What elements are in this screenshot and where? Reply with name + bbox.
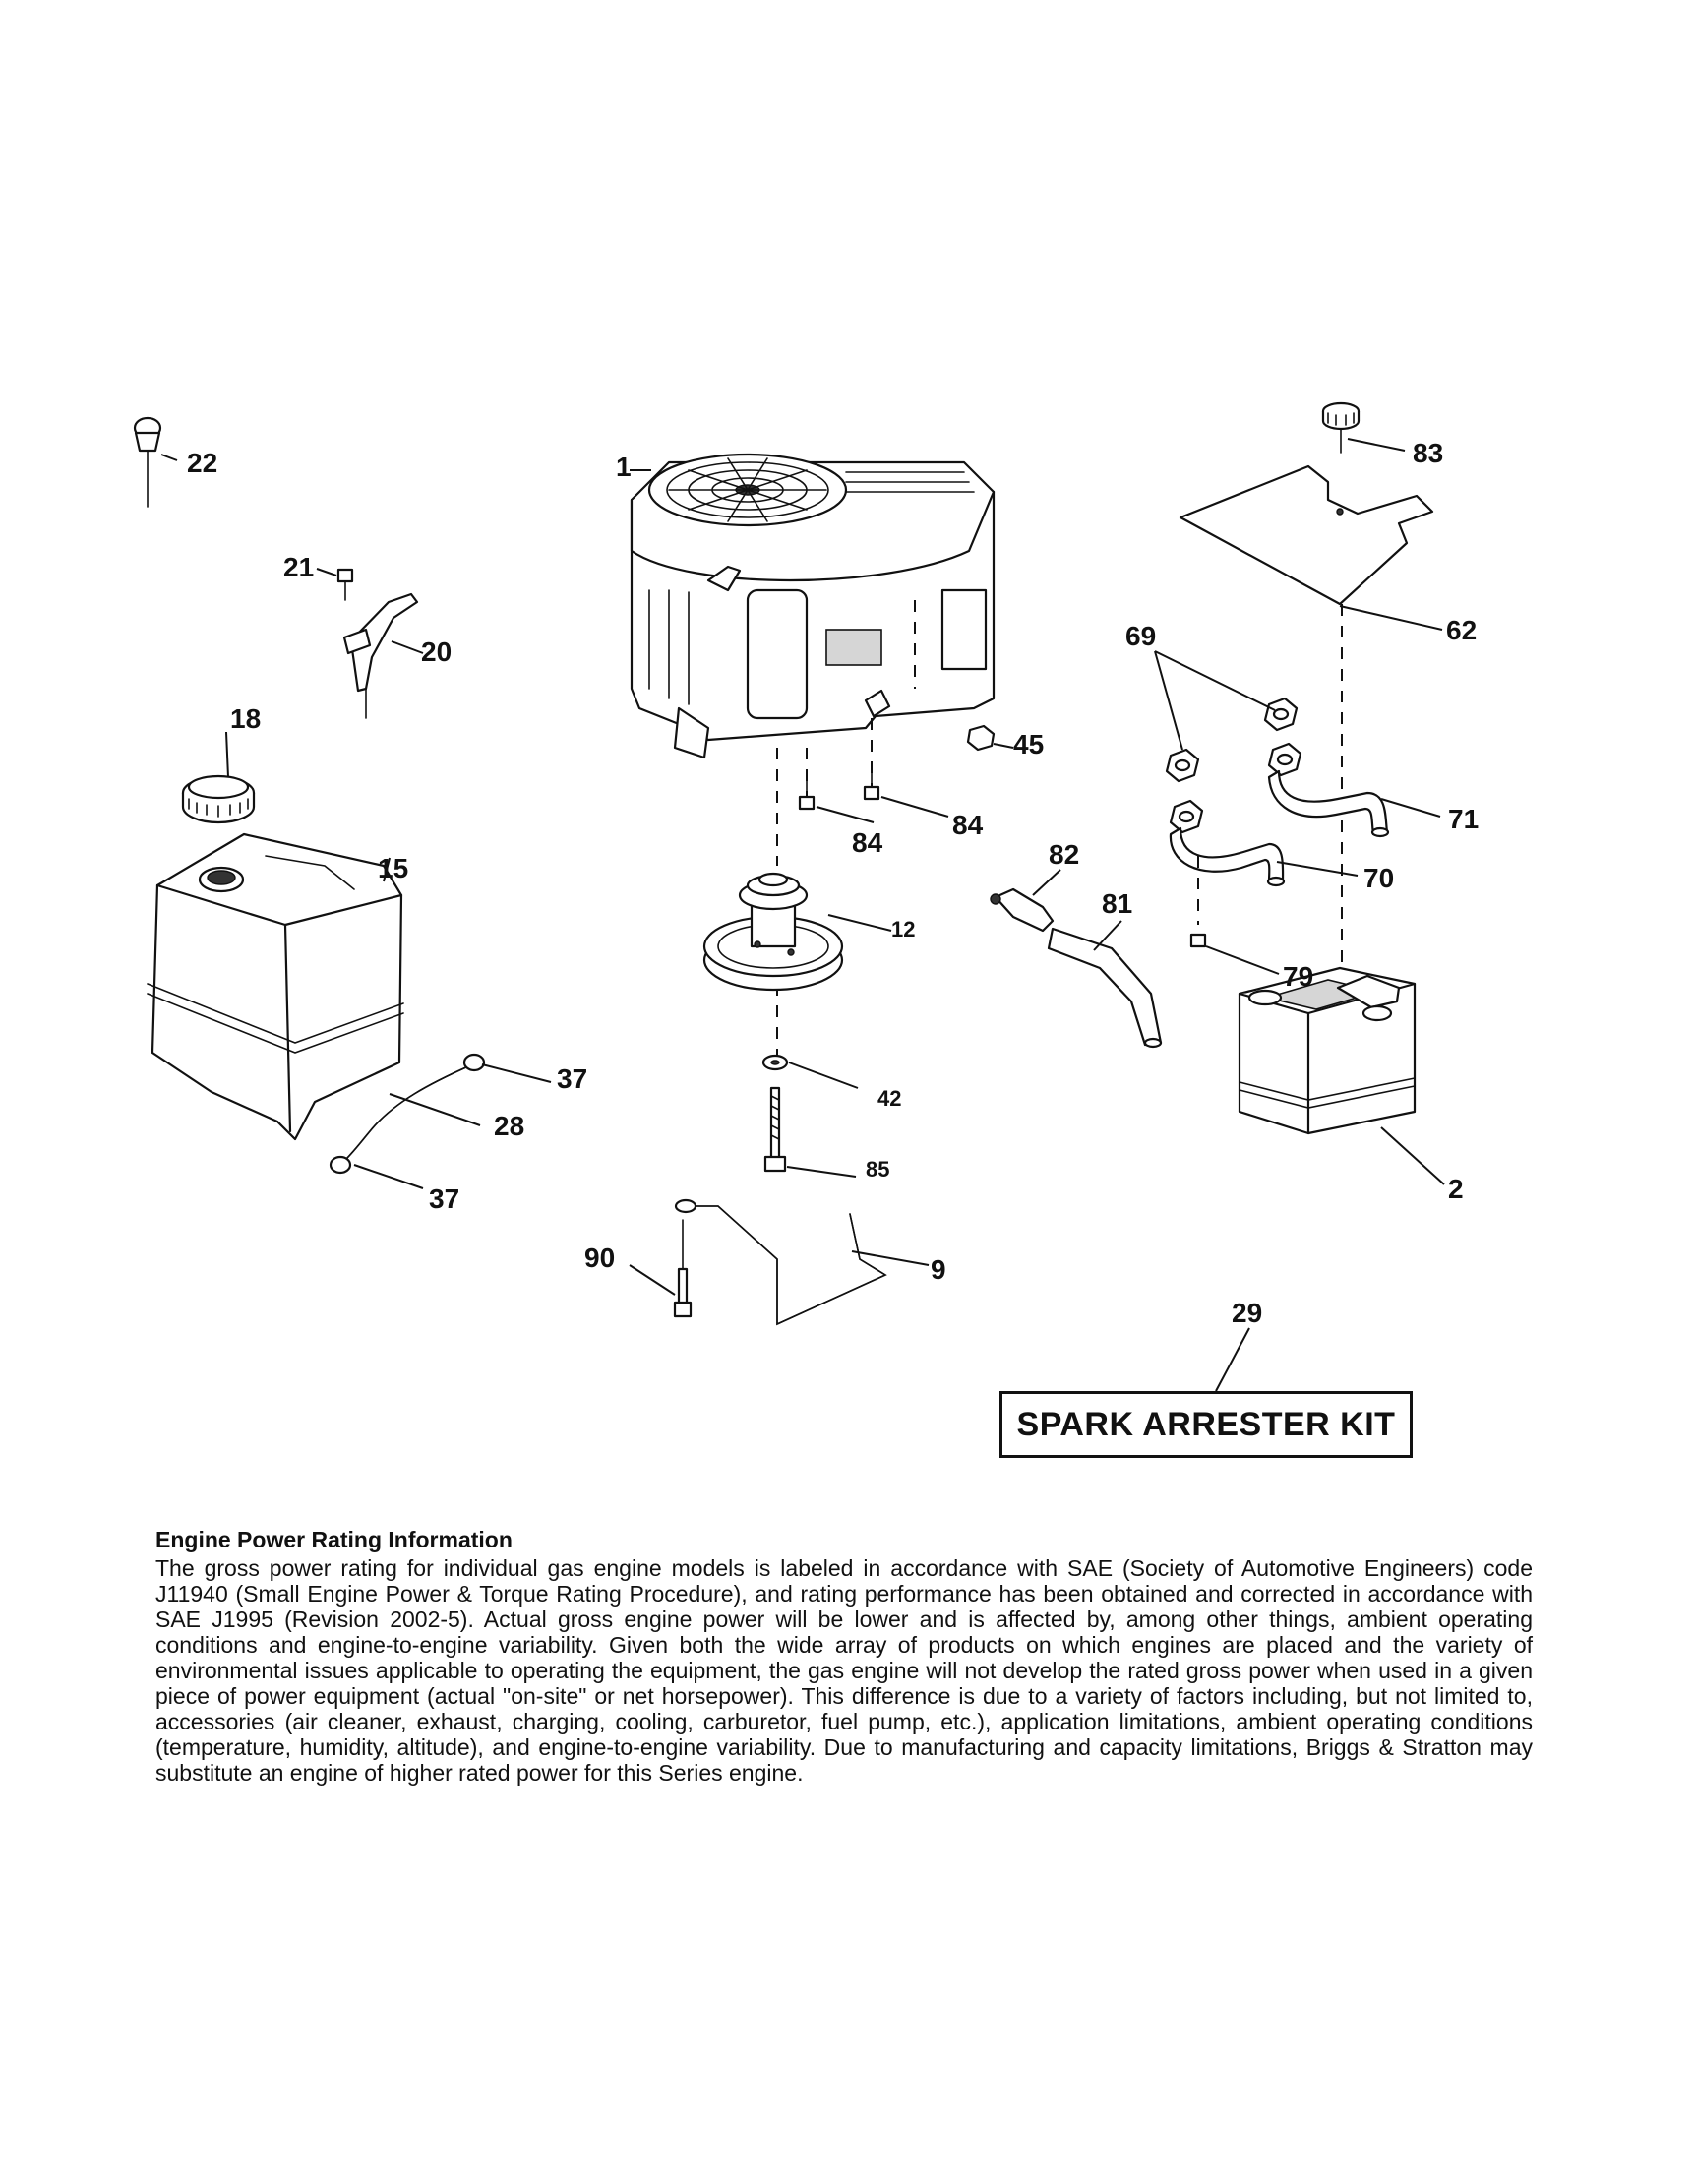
- info-title: Engine Power Rating Information: [155, 1527, 513, 1552]
- part-79-bolt: [1189, 856, 1207, 948]
- part-84-bolt-left: [798, 748, 816, 811]
- callout-37-lower: 37: [429, 1183, 459, 1214]
- callout-37-upper: 37: [557, 1063, 587, 1094]
- callout-84-right: 84: [952, 810, 984, 840]
- leader-lines: [160, 438, 1445, 1392]
- callout-84-left: 84: [852, 827, 883, 858]
- callout-15: 15: [378, 853, 408, 883]
- callout-71: 71: [1448, 804, 1479, 834]
- callout-21: 21: [283, 552, 314, 582]
- part-37-hose-clamp-upper: [462, 1053, 486, 1072]
- part-12-pulley: [702, 872, 844, 992]
- callout-1: 1: [616, 452, 632, 482]
- part-70-exhaust-pipe: [1169, 826, 1286, 887]
- callout-42: 42: [877, 1086, 901, 1111]
- callout-79: 79: [1283, 961, 1313, 992]
- engine-power-rating-info: Engine Power Rating Information The gros…: [155, 1527, 1533, 1786]
- part-18-fuel-cap: [181, 774, 256, 824]
- callout-45: 45: [1013, 729, 1044, 759]
- part-9-rod: [674, 1198, 887, 1326]
- callout-22: 22: [187, 448, 217, 478]
- part-42-washer: [761, 1054, 789, 1071]
- parts-exploded-diagram: 22 21 20 18 15 1 45 84 84 12 42 85 37 28…: [133, 401, 1479, 1392]
- part-82-fitting: [990, 887, 1055, 933]
- part-81-hose: [1047, 927, 1163, 1049]
- part-21-bolt: [336, 568, 354, 601]
- part-90-bolt: [673, 1219, 693, 1318]
- part-22-push-pin: [133, 416, 162, 508]
- spark-arrester-kit-label: SPARK ARRESTER KIT: [1016, 1405, 1396, 1443]
- callout-82: 82: [1049, 839, 1079, 870]
- callout-12: 12: [891, 917, 915, 941]
- callout-62: 62: [1446, 615, 1477, 645]
- callout-29: 29: [1232, 1298, 1262, 1328]
- callout-20: 20: [421, 637, 452, 667]
- callout-69: 69: [1125, 621, 1156, 651]
- spark-arrester-kit-box: SPARK ARRESTER KIT: [999, 1391, 1413, 1458]
- callout-labels: 22 21 20 18 15 1 45 84 84 12 42 85 37 28…: [187, 438, 1479, 1328]
- part-2-muffler: [1238, 966, 1417, 1135]
- callout-90: 90: [584, 1243, 615, 1273]
- info-body: The gross power rating for individual ga…: [155, 1555, 1533, 1786]
- part-71-exhaust-pipe: [1267, 769, 1390, 838]
- part-45-nut: [966, 724, 996, 752]
- part-28-fuel-line: [345, 1065, 469, 1160]
- part-84-bolt-right: [863, 718, 880, 801]
- callout-2: 2: [1448, 1174, 1464, 1204]
- callout-81: 81: [1102, 888, 1132, 919]
- part-85-bolt: [763, 1086, 787, 1173]
- part-69-gasket-set: [1165, 697, 1302, 834]
- part-1-engine: [630, 453, 996, 759]
- part-20-bracket: [342, 592, 419, 719]
- callout-28: 28: [494, 1111, 524, 1141]
- part-37-hose-clamp-lower: [329, 1155, 352, 1175]
- callout-83: 83: [1413, 438, 1443, 468]
- callout-18: 18: [230, 703, 261, 734]
- part-62-heat-shield: [1179, 464, 1434, 606]
- part-83-knob: [1321, 401, 1361, 454]
- callout-9: 9: [931, 1254, 946, 1285]
- part-15-fuel-tank: [147, 832, 404, 1141]
- callout-85: 85: [866, 1157, 889, 1182]
- callout-70: 70: [1363, 863, 1394, 893]
